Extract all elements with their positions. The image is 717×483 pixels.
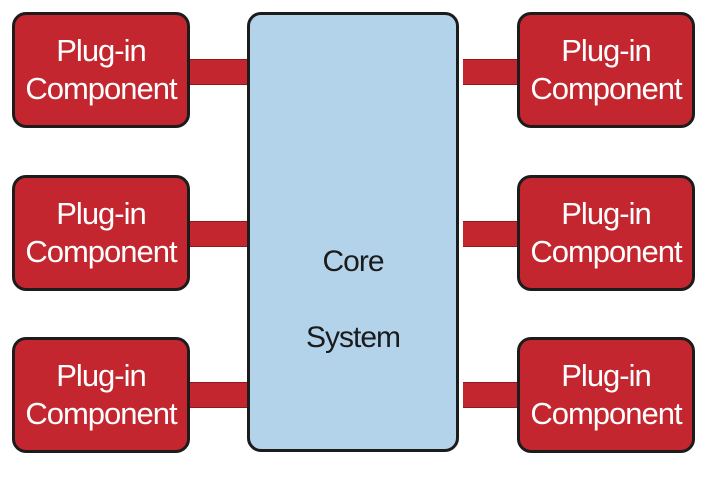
core-system-box: Core System [247, 12, 459, 452]
plugin-label-line-1: Plug-in [561, 196, 651, 231]
core-system-label: Core System [250, 205, 456, 395]
plugin-component-right-2: Plug-in Component [517, 175, 695, 291]
plugin-label-line-1: Plug-in [56, 358, 146, 393]
plugin-label: Plug-in Component [25, 32, 177, 108]
plugin-label-line-1: Plug-in [56, 196, 146, 231]
plugin-label-line-2: Component [25, 234, 177, 269]
plugin-component-left-2: Plug-in Component [12, 175, 190, 291]
core-label-line-2: System [305, 321, 401, 354]
plugin-component-left-1: Plug-in Component [12, 12, 190, 128]
connector-left-1 [180, 59, 254, 85]
plugin-label: Plug-in Component [25, 195, 177, 271]
plugin-label: Plug-in Component [25, 357, 177, 433]
connector-left-2 [180, 221, 254, 247]
plugin-label-line-2: Component [530, 71, 682, 106]
plugin-label: Plug-in Component [530, 32, 682, 108]
plugin-label-line-2: Component [530, 234, 682, 269]
plugin-label: Plug-in Component [530, 357, 682, 433]
connector-left-3 [180, 382, 254, 408]
plugin-label-line-1: Plug-in [561, 33, 651, 68]
plugin-label-line-1: Plug-in [56, 33, 146, 68]
plugin-label-line-2: Component [530, 396, 682, 431]
plugin-label-line-2: Component [25, 71, 177, 106]
plugin-component-right-1: Plug-in Component [517, 12, 695, 128]
plugin-label: Plug-in Component [530, 195, 682, 271]
core-label-line-1: Core [322, 245, 384, 278]
plugin-component-left-3: Plug-in Component [12, 337, 190, 453]
plugin-label-line-2: Component [25, 396, 177, 431]
plugin-label-line-1: Plug-in [561, 358, 651, 393]
plugin-component-right-3: Plug-in Component [517, 337, 695, 453]
